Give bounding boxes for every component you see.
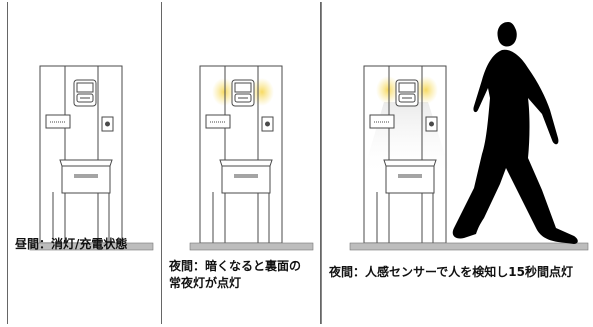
box-top <box>219 159 273 167</box>
box-top <box>59 159 113 167</box>
caption-night-line2: 常夜灯が点灯 <box>169 276 242 290</box>
sign-pillar-diagram <box>349 22 589 251</box>
ground <box>189 242 314 251</box>
box-top <box>383 159 437 167</box>
caption-night-line1: 夜間：暗くなると裏面の <box>169 259 302 273</box>
sensor-light-glow-right <box>414 76 438 104</box>
sensor-light-glow-left <box>376 76 400 104</box>
storage-box <box>385 165 435 194</box>
storage-box <box>221 165 271 194</box>
sign-pillar-diagram <box>29 65 154 251</box>
panel-daytime: 昼間：消灯/充電状態 <box>7 2 162 324</box>
sign-pillar-diagram <box>189 65 314 251</box>
ground <box>349 242 589 251</box>
night-light-glow-left <box>212 78 236 106</box>
panel-night: 夜間：暗くなると裏面の 常夜灯が点灯 <box>162 2 321 324</box>
storage-box <box>61 165 111 194</box>
caption-sensor: 夜間：人感センサーで人を検知し15秒間点灯 <box>329 265 573 279</box>
caption-daytime: 昼間：消灯/充電状態 <box>15 237 128 251</box>
walking-person-silhouette <box>452 22 578 244</box>
ground <box>29 242 154 251</box>
night-light-glow-right <box>250 78 274 106</box>
panel-sensor: 夜間：人感センサーで人を検知し15秒間点灯 <box>321 2 593 324</box>
caption-night: 夜間：暗くなると裏面の 常夜灯が点灯 <box>169 258 301 292</box>
